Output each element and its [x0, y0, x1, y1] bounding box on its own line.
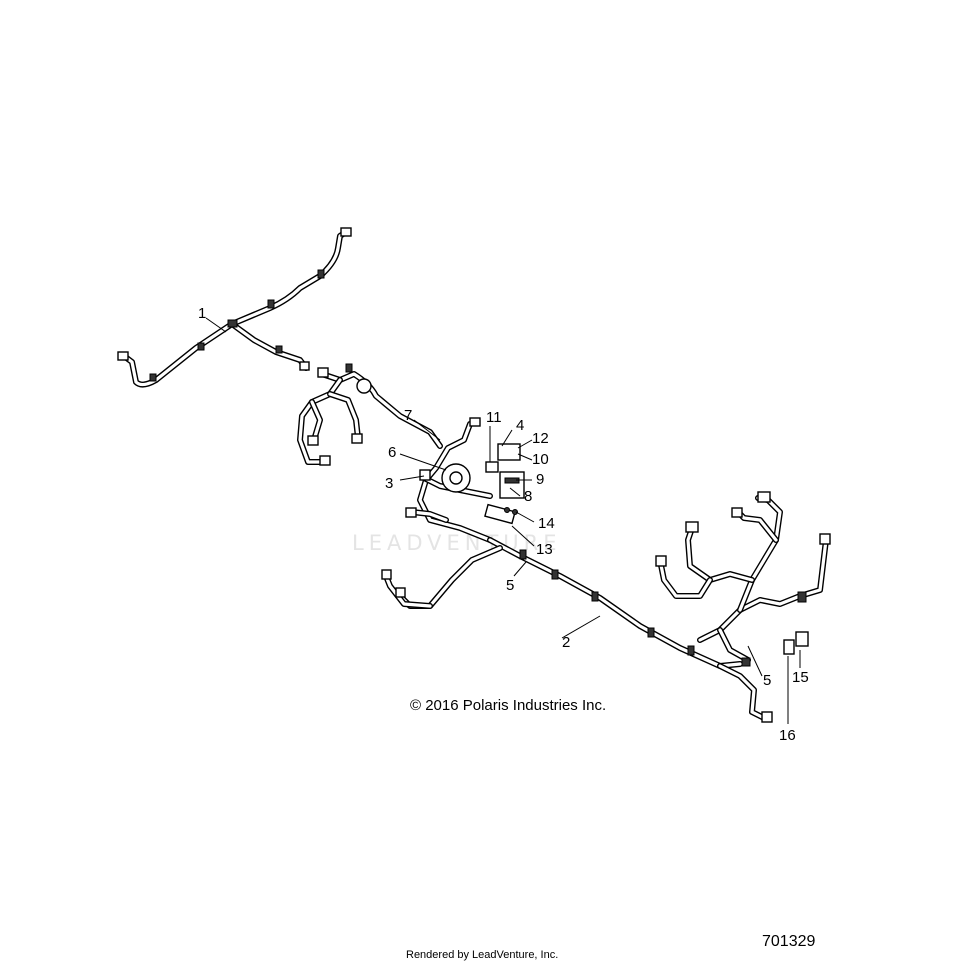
callout-8: 8: [524, 488, 532, 505]
render-credit: Rendered by LeadVenture, Inc.: [406, 949, 558, 961]
callout-6: 6: [388, 444, 396, 461]
copyright-notice: © 2016 Polaris Industries Inc.: [410, 697, 606, 714]
callout-5a: 5: [506, 577, 514, 594]
callout-15: 15: [792, 669, 809, 686]
right-harness-cluster: [655, 491, 831, 723]
callout-4: 4: [516, 417, 524, 434]
diagram-number: 701329: [762, 933, 815, 950]
callout-5b: 5: [763, 672, 771, 689]
callout-3: 3: [385, 475, 393, 492]
callout-2: 2: [562, 634, 570, 651]
upper-left-harness: [297, 363, 443, 466]
callout-13: 13: [536, 541, 553, 558]
callout-12: 12: [532, 430, 549, 447]
callout-7: 7: [404, 407, 412, 424]
callout-1: 1: [198, 305, 206, 322]
harness-2: [381, 537, 743, 669]
leader-lines: [205, 317, 801, 724]
center-module-cluster: [405, 417, 525, 543]
callout-9: 9: [536, 471, 544, 488]
harness-1: [117, 227, 352, 388]
callout-16: 16: [779, 727, 796, 744]
callout-14: 14: [538, 515, 555, 532]
callout-11: 11: [486, 409, 502, 426]
callout-10: 10: [532, 451, 549, 468]
